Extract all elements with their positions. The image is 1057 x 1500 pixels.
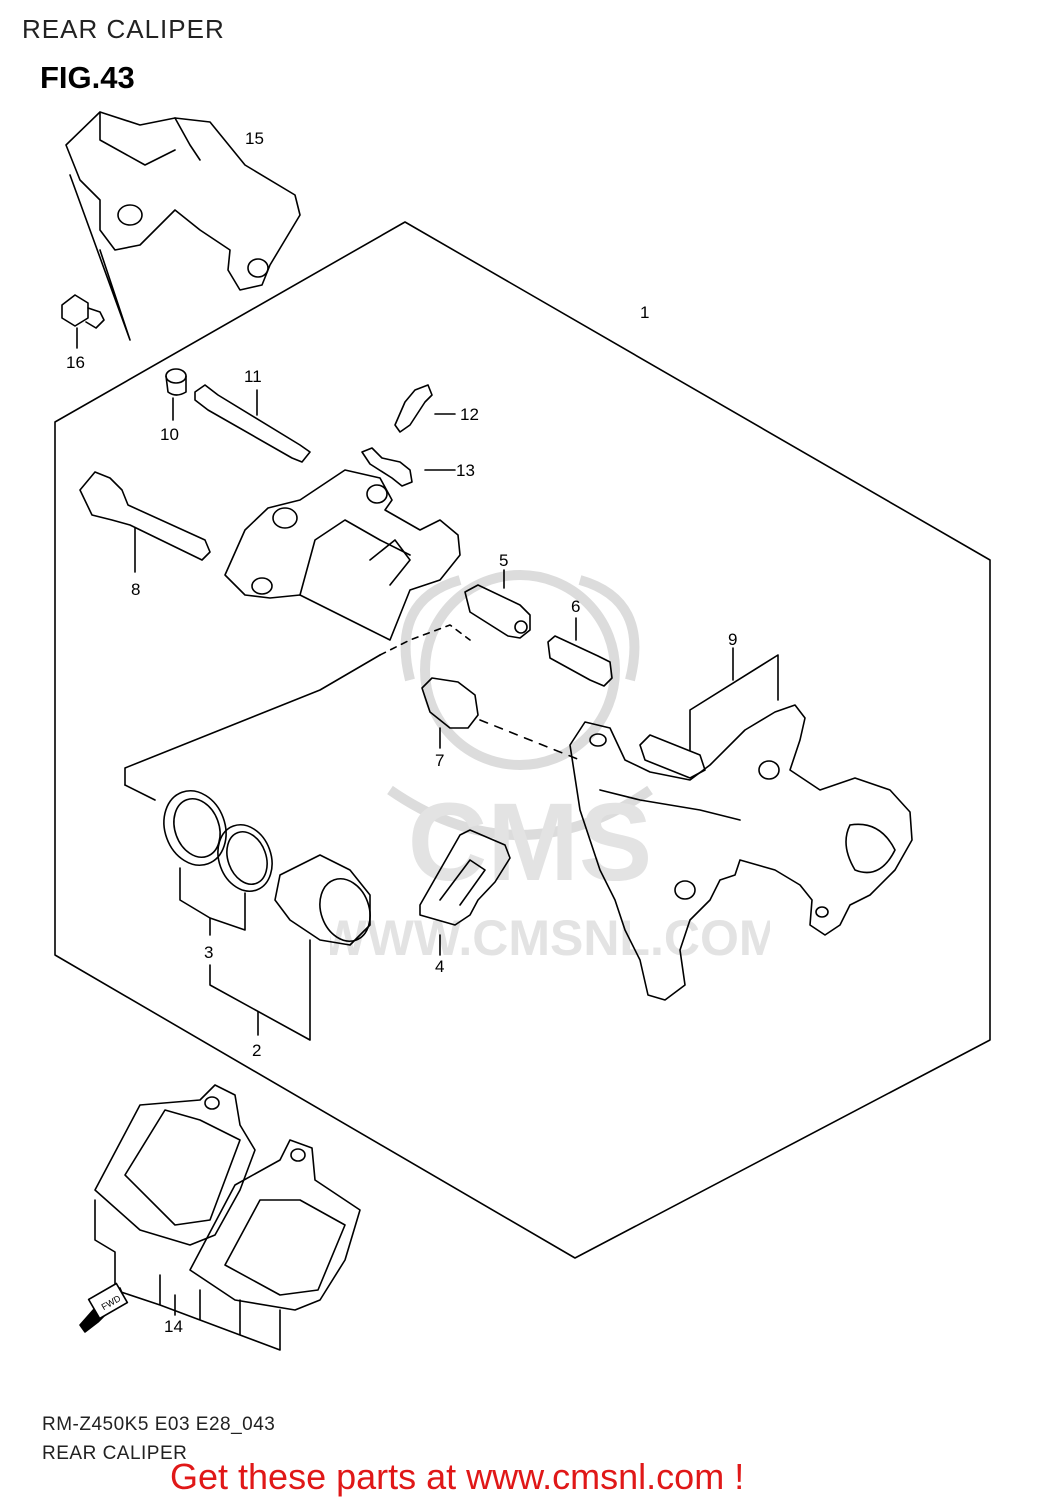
callout-16: 16	[66, 353, 85, 372]
part-2-piston	[209, 854, 371, 1041]
diagram-subtitle: REAR CALIPER	[42, 1443, 188, 1464]
part-14-brake-pads	[94, 1084, 361, 1351]
part-10-cap	[165, 368, 187, 421]
watermark-logo: CMS WWW.CMSNL.COM	[330, 570, 770, 966]
callout-labels: 1 2 3 4 5 6 7 8 9 10 11 12 13 14 15 16 F…	[66, 129, 737, 1336]
callout-12: 12	[460, 405, 479, 424]
get-parts-link[interactable]: Get these parts at www.cmsnl.com !	[170, 1456, 745, 1497]
callout-8: 8	[131, 580, 140, 599]
part-8-pin	[79, 471, 211, 573]
part-5-bushing	[464, 569, 531, 639]
callout-7: 7	[435, 751, 444, 770]
watermark-brand: CMS	[408, 781, 652, 904]
callout-1: 1	[640, 303, 649, 322]
part-6-pin	[547, 617, 613, 687]
callout-3: 3	[204, 943, 213, 962]
callout-13: 13	[456, 461, 475, 480]
callout-2: 2	[252, 1041, 261, 1060]
callout-6: 6	[571, 597, 580, 616]
watermark-url: WWW.CMSNL.COM	[330, 910, 770, 966]
part-9-holder	[569, 647, 913, 1001]
part-12-bleeder	[394, 384, 456, 433]
part-15-bracket	[65, 111, 301, 341]
fwd-arrow-icon	[79, 1282, 129, 1333]
callout-9: 9	[728, 630, 737, 649]
page-title: REAR CALIPER	[22, 14, 225, 44]
part-13-cap	[361, 447, 456, 487]
caliper-body	[224, 469, 461, 641]
part-7-boot	[421, 677, 479, 749]
part-16-bolt	[61, 294, 105, 349]
part-11-pin	[194, 384, 311, 463]
callout-14: 14	[164, 1317, 183, 1336]
callout-5: 5	[499, 551, 508, 570]
diagram-code: RM-Z450K5 E03 E28_043	[42, 1414, 276, 1435]
assembly-outline	[54, 221, 991, 1259]
part-3-seals	[163, 790, 273, 936]
callout-11: 11	[244, 367, 262, 386]
part-4-spring	[419, 829, 511, 956]
callout-15: 15	[245, 129, 264, 148]
callout-4: 4	[435, 957, 444, 976]
callout-10: 10	[160, 425, 179, 444]
figure-label: FIG.43	[40, 60, 135, 95]
